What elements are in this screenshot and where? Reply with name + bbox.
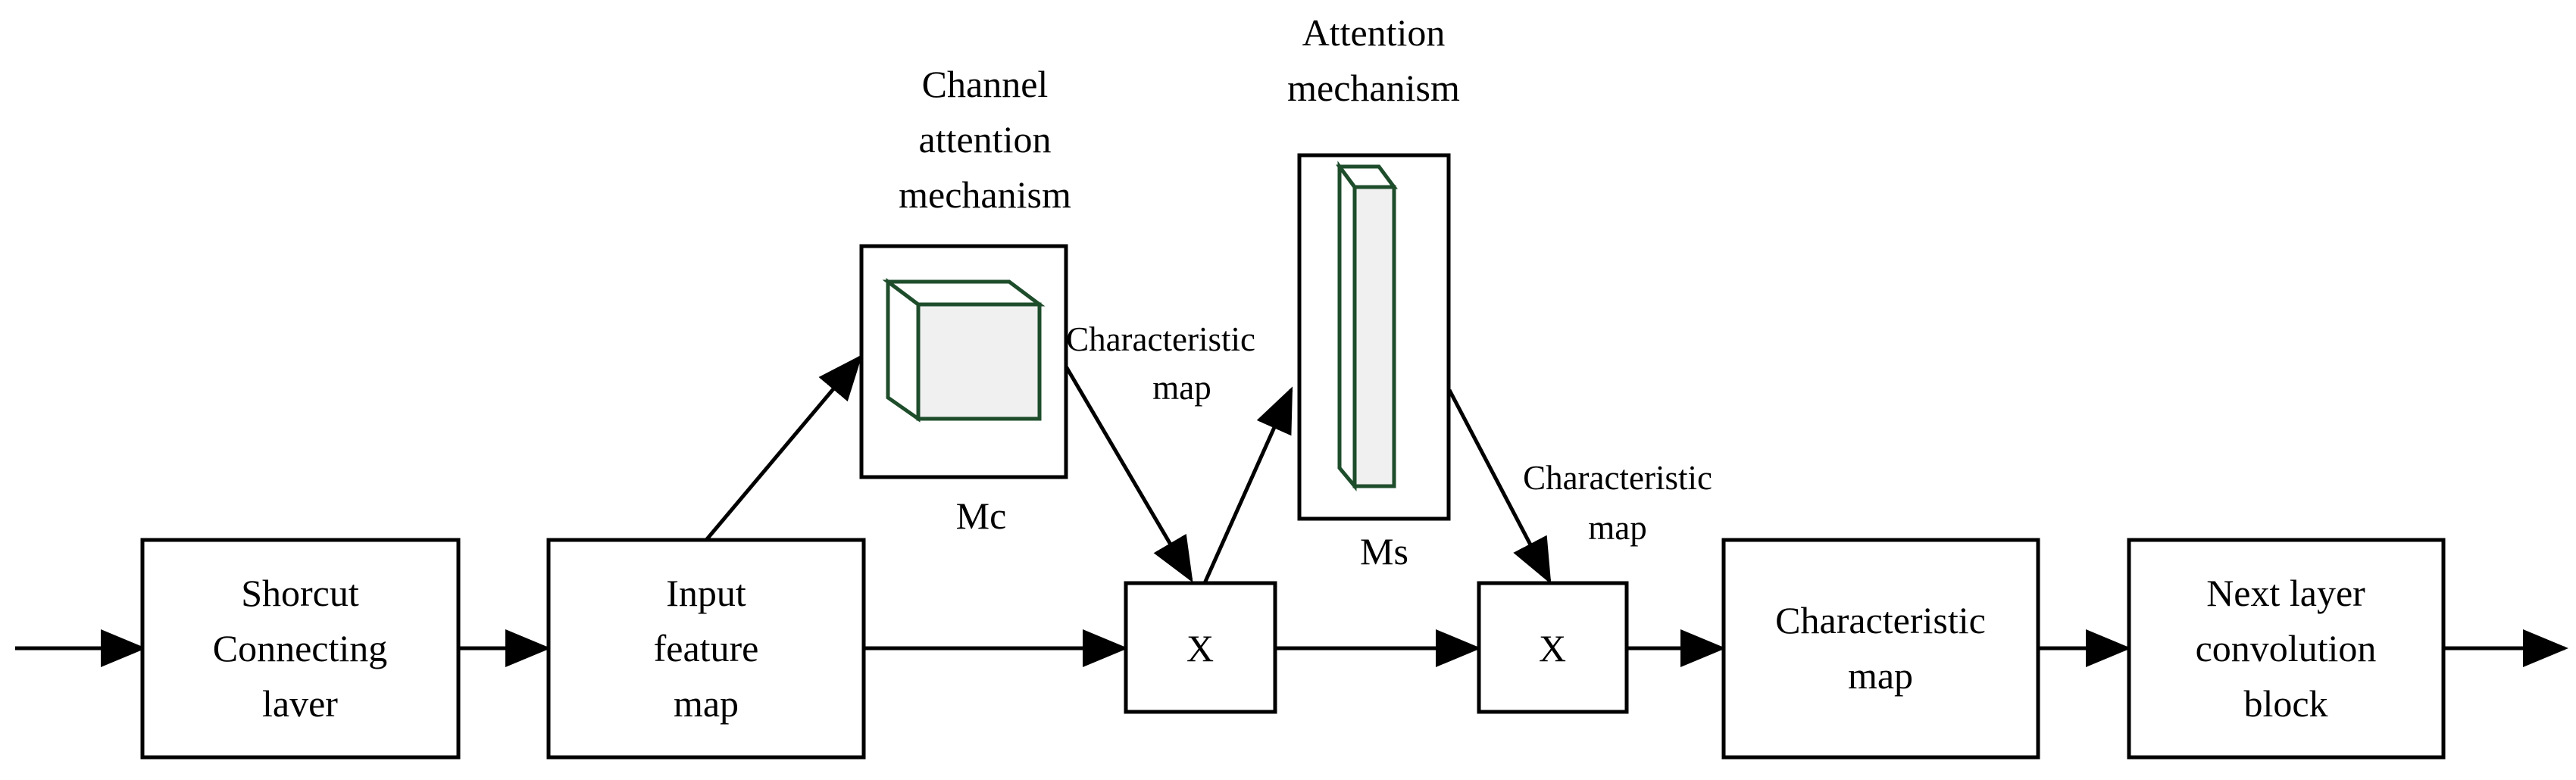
channel-attention-title-line-2: attention [919,118,1052,161]
spatial-attention-symbol: Ms [1360,530,1408,573]
shortcut-label-line-1: Shorcut [241,572,359,614]
next-layer-box: Next layer convolution block [2127,538,2446,760]
edge-label-after-channel-line-1: Characteristic [1066,320,1255,358]
multiply-node-2: X [1477,581,1629,714]
spatial-attention-title-line-2: mechanism [1287,67,1460,109]
input-label-line-1: Input [666,572,746,614]
characteristic-label-line-2: map [1848,654,1913,697]
shortcut-label-line-3: laver [262,682,338,725]
channel-attention-symbol: Mc [956,495,1007,537]
channel-attention-title-line-1: Channel [922,63,1049,105]
cube-icon [882,278,1046,423]
characteristic-label-line-1: Characteristic [1775,599,1986,641]
next-layer-label-line-1: Next layer [2206,572,2365,614]
spatial-attention-title-line-1: Attention [1302,11,1446,54]
edge-label-after-spatial-line-2: map [1588,509,1646,547]
channel-attention-title-line-3: mechanism [899,173,1071,216]
edge-label-after-spatial: Characteristic map [1523,459,1712,547]
next-layer-label-line-2: convolution [2196,627,2377,669]
input-feature-map-box: Input feature map [546,538,866,760]
characteristic-map-box: Characteristic map [1721,538,2040,760]
input-label-line-3: map [674,682,739,725]
spatial-attention-module: Attention mechanism Ms [1287,11,1460,573]
edge-label-after-spatial-line-1: Characteristic [1523,459,1712,497]
shortcut-box: Shorcut Connecting laver [140,538,461,760]
edge-label-after-channel-line-2: map [1152,369,1211,407]
arrow-spatial-attention-to-multiply-2 [1447,388,1552,585]
multiply-node-1: X [1124,581,1277,714]
arrow-input-to-channel-attention [705,354,863,541]
channel-attention-module: Channel attention mechanism Mc [859,63,1071,537]
connectors [15,354,2568,667]
arrow-multiply-1-to-spatial-attention [1202,386,1293,585]
multiply-2-symbol: X [1539,627,1566,669]
slab-icon [1336,161,1398,491]
edge-label-after-channel: Characteristic map [1066,320,1255,407]
multiply-1-symbol: X [1186,627,1214,669]
arrow-channel-attention-to-multiply-1 [1058,356,1193,583]
next-layer-label-line-3: block [2243,682,2327,725]
input-label-line-2: feature [654,627,759,669]
shortcut-label-line-2: Connecting [213,627,388,669]
